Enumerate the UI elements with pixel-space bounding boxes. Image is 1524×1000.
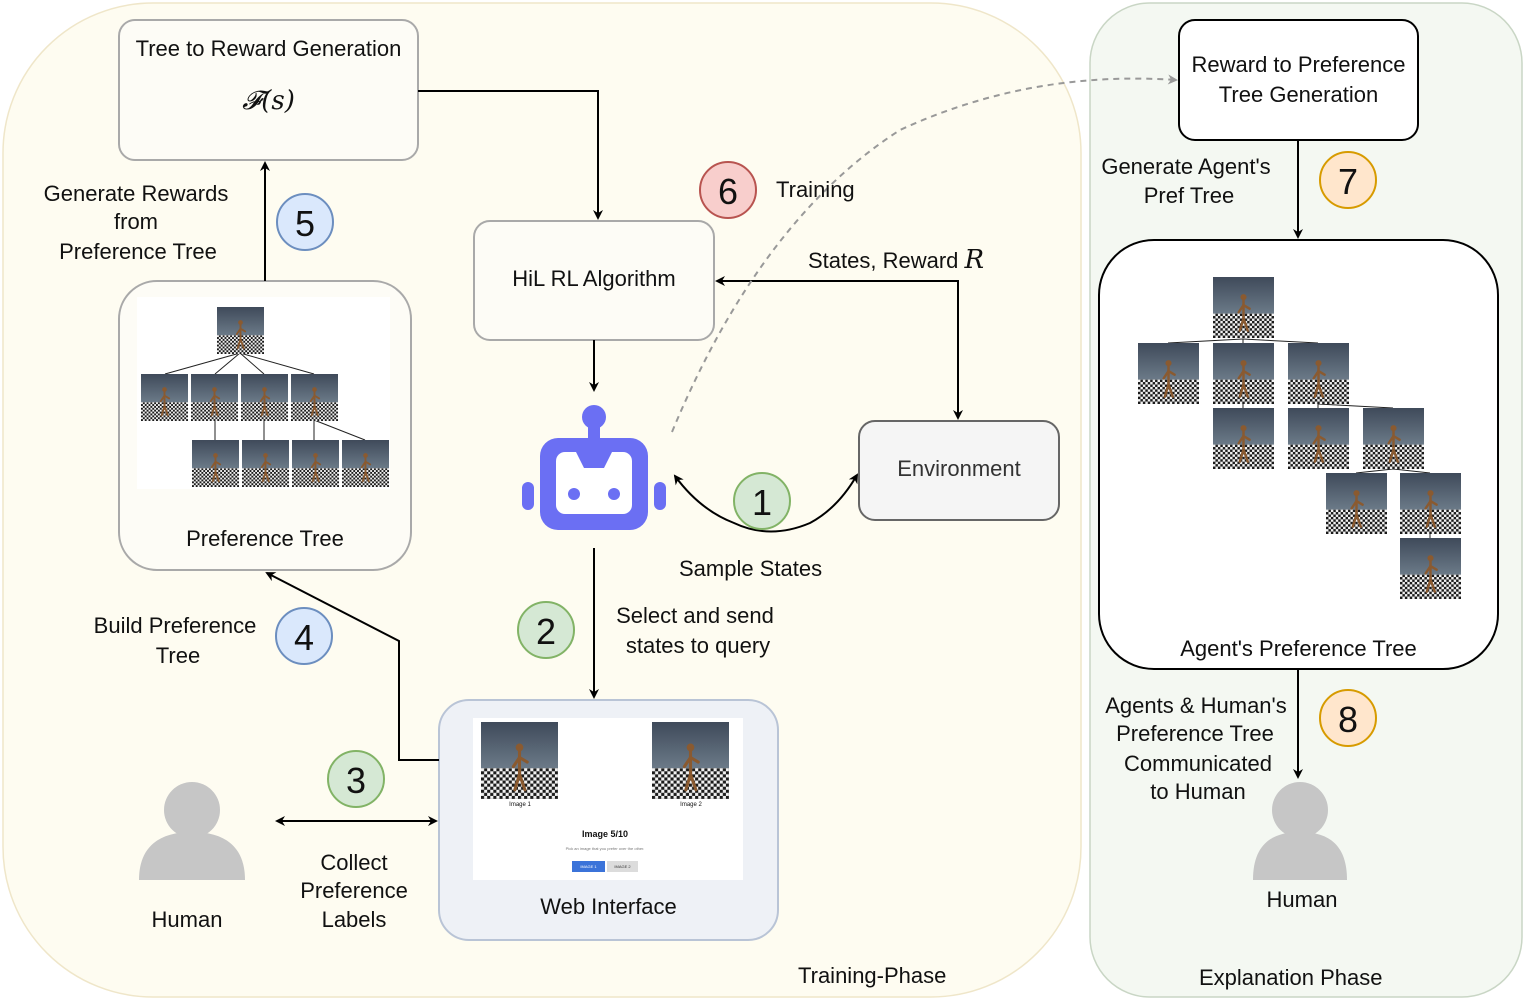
communicated-label-3: Communicated [1124,751,1272,776]
step-6-badge: 6 [699,161,757,219]
arrow-web-to-pref [265,572,439,761]
training-phase-label: Training-Phase [798,963,947,988]
step-1-badge: 1 [733,472,791,530]
reward-symbol: R [964,245,985,275]
states-reward-text: States, Reward [808,248,959,273]
communicated-label-4: to Human [1150,779,1246,804]
collect-label-3: Labels [321,907,387,932]
agent-tree-lines [1167,338,1431,538]
web-ui-button2-label[interactable]: IMAGE 2 [614,864,631,869]
human-left-icon [139,782,245,880]
arrow-env-hil [715,276,963,420]
web-ui-instruction: Pick an image that you prefer over the o… [565,846,645,851]
web-ui-button-image2 [607,861,638,872]
human-right-icon [1253,782,1347,880]
human-left-label: Human [151,907,223,932]
reward-to-pref-title-1: Reward to Preference [1191,52,1406,77]
explanation-phase-label: Explanation Phase [1199,965,1383,990]
preference-tree-title: Preference Tree [186,526,344,551]
communicated-label-1: Agents & Human's [1105,693,1287,718]
human-right-label: Human [1266,887,1338,912]
step-4-badge: 4 [275,607,333,665]
collect-label-1: Collect [320,850,388,875]
arrow-reward-to-hil [418,90,603,220]
gen-agent-label-1: Generate Agent's [1101,154,1271,179]
web-ui-image1-label: Image 1 [509,802,531,808]
agent-pref-tree-title: Agent's Preference Tree [1180,636,1417,661]
reward-to-pref-title-2: Tree Generation [1218,82,1379,107]
training-label: Training [776,177,855,202]
build-label-1: Build Preference [93,613,257,638]
hil-rl-title: HiL RL Algorithm [512,266,676,291]
web-ui-counter: Image 5/10 [581,829,629,839]
communicated-label-2: Preference Tree [1116,721,1274,746]
sample-states-label: Sample States [679,556,823,581]
arrow-dashed-to-reward-pref [671,74,1178,433]
arrow-sample-states [673,473,858,533]
step-2-badge: 2 [517,601,575,659]
select-send-label-1: Select and send [616,603,774,628]
tree-to-reward-title: Tree to Reward Generation [135,36,402,61]
web-ui-image2-label: Image 2 [680,802,702,808]
step-8-badge: 8 [1319,689,1377,747]
environment-title: Environment [897,456,1021,481]
web-ui-button-image1 [572,861,605,872]
step-7-badge: 7 [1319,151,1377,209]
environment-box [858,420,1060,521]
select-send-label-2: states to query [625,633,771,658]
states-reward-label: States, Reward R [808,246,984,275]
gen-rewards-label-2: from [114,209,158,234]
tree-to-reward-formula: 𝓕(s) [242,86,295,116]
step-5-badge: 5 [276,193,334,251]
gen-rewards-label-1: Generate Rewards [43,181,229,206]
web-interface-title: Web Interface [540,894,677,919]
gen-rewards-label-3: Preference Tree [59,239,217,264]
gen-agent-label-2: Pref Tree [1143,183,1235,208]
build-label-2: Tree [155,643,201,668]
preference-tree-lines [164,352,366,441]
collect-label-2: Preference [300,878,408,903]
web-ui-button1-label[interactable]: IMAGE 1 [580,864,597,869]
step-3-badge: 3 [327,750,385,808]
